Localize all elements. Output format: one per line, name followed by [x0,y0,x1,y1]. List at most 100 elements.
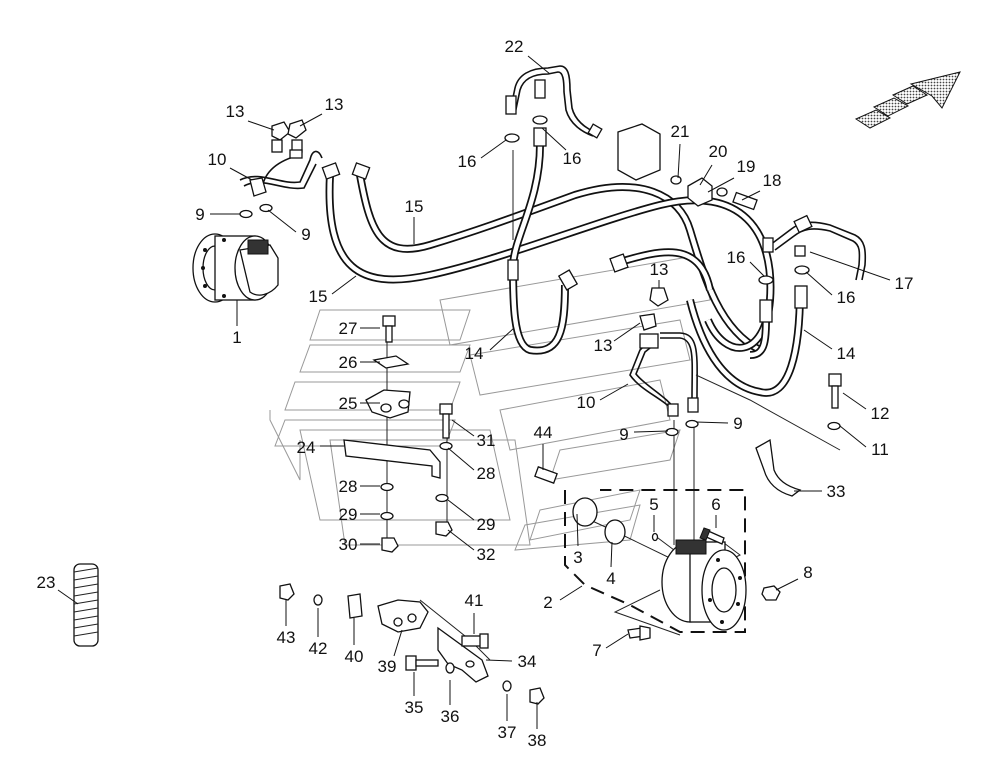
callout-34: 34 [518,652,537,671]
callout-23: 23 [37,573,56,592]
callout-36: 36 [441,707,460,726]
callout-28: 28 [339,477,358,496]
direction-arrow-icon [854,71,961,129]
leader-line-19 [707,177,735,193]
callout-18: 18 [763,171,782,190]
callout-16: 16 [727,248,746,267]
callout-30: 30 [339,535,358,554]
callout-19: 19 [737,157,756,176]
bolt-6 [699,527,725,545]
leader-line-15 [331,275,357,295]
callout-10: 10 [208,150,227,169]
callout-16: 16 [563,149,582,168]
leader-line-2 [559,585,583,601]
leader-line-34 [485,659,513,662]
leader-line-9 [695,421,729,424]
callout-14: 14 [465,344,484,363]
callout-9: 9 [301,225,310,244]
callout-12: 12 [871,404,890,423]
leader-line-28 [447,447,475,471]
leader-line-13 [299,113,323,127]
callout-40: 40 [345,647,364,666]
gaskets-3-4 [572,497,659,545]
motor-1 [192,233,279,303]
callout-39: 39 [378,657,397,676]
callout-14: 14 [837,344,856,363]
callout-16: 16 [458,152,477,171]
callout-13: 13 [226,102,245,121]
callout-24: 24 [297,438,316,457]
callout-13: 13 [650,260,669,279]
leader-line-21 [677,143,681,179]
callout-10: 10 [577,393,596,412]
leader-line-3 [576,513,579,547]
callout-17: 17 [895,274,914,293]
bolt-12 [828,373,842,409]
callout-32: 32 [477,545,496,564]
leader-line-23 [57,589,79,605]
callout-20: 20 [709,142,728,161]
callout-1: 1 [232,328,241,347]
callout-15: 15 [309,287,328,306]
callout-7: 7 [592,641,601,660]
fitting-44 [534,466,558,484]
callout-11: 11 [871,440,889,459]
leader-line-32 [447,529,475,551]
leader-line-39 [393,629,403,657]
callout-22: 22 [505,37,524,56]
callout-41: 41 [465,591,484,610]
leader-line-9 [267,209,297,233]
callout-5: 5 [649,495,658,514]
leader-line-14 [803,329,833,350]
nut-8 [761,585,781,601]
lower-bracket-assembly [279,583,545,705]
leader-line-7 [605,633,629,649]
leader-line-20 [699,164,713,186]
leader-line-13 [247,120,275,131]
callout-6: 6 [711,495,720,514]
callout-3: 3 [573,548,582,567]
callout-4: 4 [606,569,615,588]
bolt-7 [627,625,651,641]
leader-line-4 [610,541,613,568]
leader-line-29 [447,499,475,521]
leader-line-18 [741,190,761,201]
leader-line-12 [842,392,867,410]
pipe-22 [509,65,596,137]
leader-line-16 [541,127,567,151]
callout-2: 2 [543,593,552,612]
callout-37: 37 [498,723,517,742]
clamp-assembly [343,315,453,553]
bracket-33 [755,438,802,497]
callout-42: 42 [309,639,328,658]
leader-line-9 [633,430,669,433]
callout-15: 15 [405,197,424,216]
leader-line-17 [809,251,891,281]
callout-13: 13 [325,95,344,114]
leader-line-10 [599,383,629,401]
callout-26: 26 [339,353,358,372]
callout-27: 27 [339,319,358,338]
callout-9: 9 [195,205,204,224]
coil-spring-23 [73,563,99,647]
leader-line-16 [480,139,507,159]
callout-16: 16 [837,288,856,307]
callout-35: 35 [405,698,424,717]
leader-line-11 [839,425,867,448]
callout-43: 43 [277,628,296,647]
callout-28: 28 [477,464,496,483]
valve-block [617,123,758,211]
callout-21: 21 [671,122,690,141]
callout-31: 31 [477,431,496,450]
frame-plates [269,254,711,551]
callout-38: 38 [528,731,547,750]
callout-29: 29 [477,515,496,534]
callout-9: 9 [733,414,742,433]
callout-25: 25 [339,394,358,413]
leader-line-31 [451,419,475,437]
leader-line-8 [775,578,799,591]
leader-line-10 [229,167,253,181]
leader-line-16 [805,271,833,296]
callout-29: 29 [339,505,358,524]
